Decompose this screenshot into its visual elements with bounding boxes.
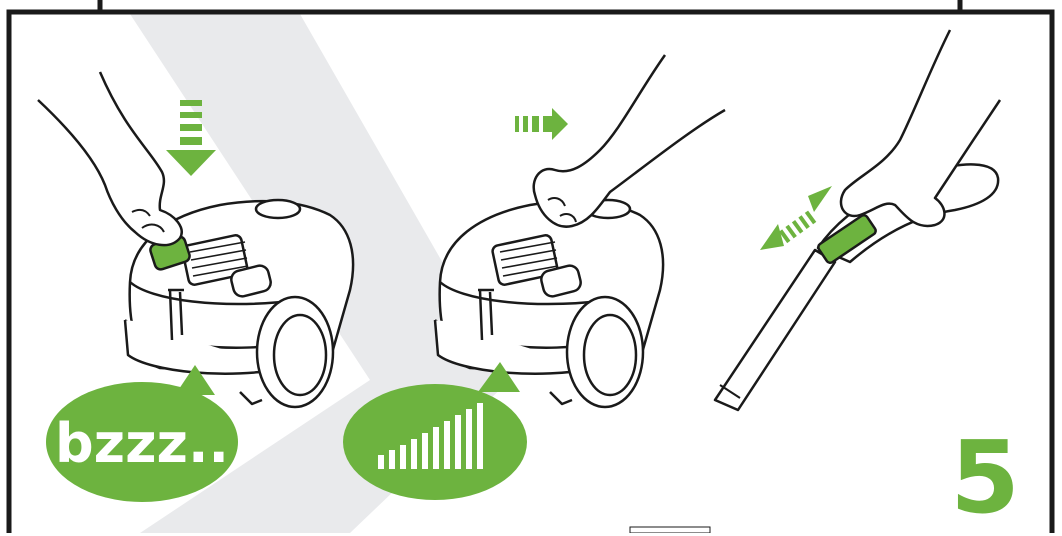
right-arrow-icon bbox=[515, 108, 568, 140]
bubble-sound-text: bzzz.. bbox=[55, 412, 229, 475]
scene-adjust-slider bbox=[713, 29, 1002, 412]
signal-bars-icon bbox=[378, 403, 483, 469]
vacuum-cleaner bbox=[433, 198, 665, 409]
bottom-tab-mark bbox=[629, 526, 711, 533]
scene-press-button: bzzz.. bbox=[37, 71, 355, 502]
hand-gripping bbox=[839, 29, 1002, 228]
suction-slider-highlight bbox=[817, 213, 877, 265]
hand-pressing bbox=[37, 71, 183, 247]
sound-bubble: bzzz.. bbox=[46, 365, 238, 502]
frame bbox=[6, 0, 1055, 533]
step-number: 5 bbox=[950, 419, 1020, 536]
hand-sliding bbox=[532, 54, 726, 228]
double-arrow-icon bbox=[760, 186, 832, 250]
vacuum-tube bbox=[713, 248, 837, 412]
down-arrow-icon bbox=[166, 100, 216, 176]
vacuum-cleaner bbox=[123, 198, 355, 409]
scene-adjust-power bbox=[343, 54, 726, 500]
power-level-bubble bbox=[343, 362, 527, 500]
